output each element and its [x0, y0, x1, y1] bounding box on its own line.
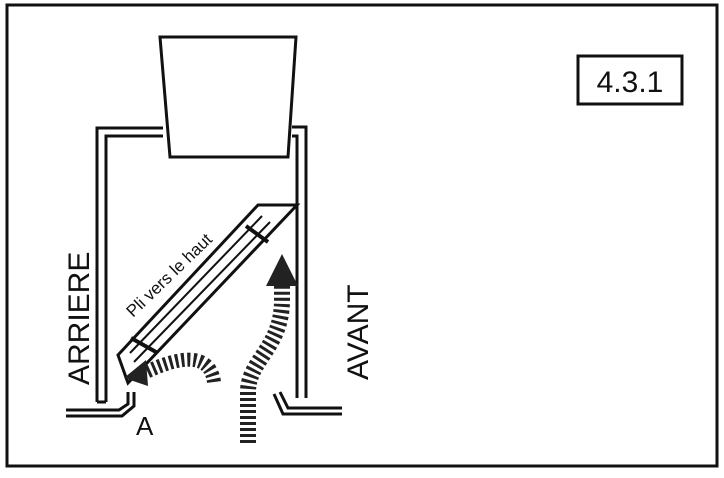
right-foot	[272, 391, 342, 416]
point-a-label: A	[136, 411, 154, 441]
left-foot	[66, 392, 136, 418]
left-wall	[95, 126, 163, 404]
step-number: 4.3.1	[597, 66, 664, 99]
fold-panel	[116, 203, 301, 386]
step-number-box: 4.3.1	[576, 54, 684, 106]
right-wall	[292, 125, 308, 398]
rear-label: ARRIERE	[63, 252, 96, 385]
front-label: AVANT	[342, 284, 375, 380]
curved-arrow-left	[124, 352, 221, 386]
top-flap	[158, 35, 298, 159]
upward-arrow	[240, 254, 298, 443]
